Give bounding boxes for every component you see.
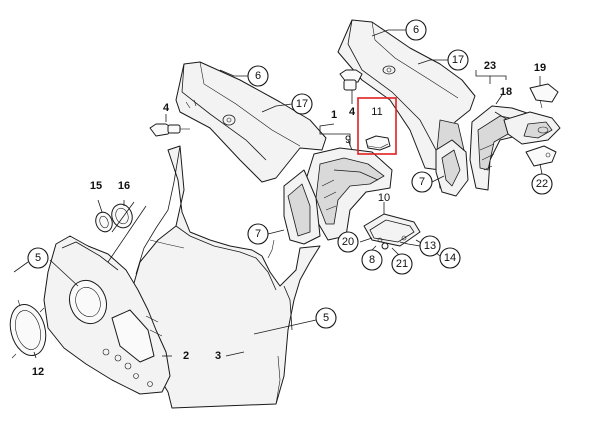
svg-text:7: 7 [419,176,425,188]
callout-22[interactable]: 22 [531,173,553,195]
side-duct-7-right [435,139,469,197]
svg-text:13: 13 [424,240,436,252]
svg-text:1: 1 [331,109,337,121]
callout-2[interactable]: 2 [183,350,189,362]
bracket-23 [503,111,561,145]
gauge-rings [95,203,133,233]
svg-text:17: 17 [452,54,464,66]
callout-5-left[interactable]: 5 [27,247,49,269]
clip-4-mid [339,69,363,91]
svg-text:3: 3 [215,350,221,362]
svg-text:19: 19 [534,62,546,74]
callout-7-left[interactable]: 7 [247,223,269,245]
callout-6-left[interactable]: 6 [247,65,269,87]
callout-4-left[interactable]: 4 [163,102,170,114]
clip-22 [525,145,557,167]
svg-text:8: 8 [369,254,375,266]
svg-text:22: 22 [536,178,548,190]
svg-text:23: 23 [484,60,496,72]
callout-13[interactable]: 13 [419,235,441,257]
callout-8[interactable]: 8 [361,249,383,271]
callout-11[interactable]: 11 [371,106,382,118]
callout-18[interactable]: 18 [500,86,512,98]
svg-text:14: 14 [444,252,456,264]
callout-12[interactable]: 12 [32,366,44,378]
svg-text:16: 16 [118,180,130,192]
svg-text:2: 2 [183,350,189,362]
callout-17-left[interactable]: 17 [291,93,313,115]
leader-lines [13,29,543,359]
clip-19 [529,83,559,109]
callout-21[interactable]: 21 [391,253,413,275]
access-cover-10 [363,213,421,250]
callout-10[interactable]: 10 [378,192,390,204]
side-trim-panel-3 [131,145,321,409]
svg-text:17: 17 [296,98,308,110]
callout-14[interactable]: 14 [439,247,461,269]
svg-text:21: 21 [396,258,408,270]
clip-4-left [149,123,190,137]
highlight-box-part-11 [357,97,397,155]
svg-text:5: 5 [35,252,41,264]
svg-text:20: 20 [342,236,354,248]
part-11 [365,135,391,151]
callout-16[interactable]: 16 [118,180,130,192]
callout-7-right[interactable]: 7 [411,171,433,193]
svg-text:12: 12 [32,366,44,378]
callout-17-right[interactable]: 17 [447,49,469,71]
callout-4-mid[interactable]: 4 [349,106,356,118]
callout-9[interactable]: 9 [345,134,351,146]
svg-text:11: 11 [371,106,382,118]
svg-text:9: 9 [345,134,351,146]
svg-text:10: 10 [378,192,390,204]
svg-text:18: 18 [500,86,512,98]
callout-15[interactable]: 15 [90,180,102,192]
instrument-panel [43,235,171,395]
callout-6-right[interactable]: 6 [405,19,427,41]
callout-5-right[interactable]: 5 [315,307,337,329]
svg-text:4: 4 [349,106,356,118]
svg-text:4: 4 [163,102,170,114]
callout-3[interactable]: 3 [215,350,221,362]
callout-1[interactable]: 1 [331,109,337,121]
air-duct-assembly [283,147,393,245]
callout-23[interactable]: 23 [484,60,496,72]
svg-text:6: 6 [413,24,419,36]
upper-trim-panel-left [175,61,327,183]
svg-text:7: 7 [255,228,261,240]
callout-19[interactable]: 19 [534,62,546,74]
speaker-cover-12 [9,299,47,359]
callout-20[interactable]: 20 [337,231,359,253]
svg-text:15: 15 [90,180,102,192]
svg-text:6: 6 [255,70,261,82]
svg-text:5: 5 [323,312,329,324]
